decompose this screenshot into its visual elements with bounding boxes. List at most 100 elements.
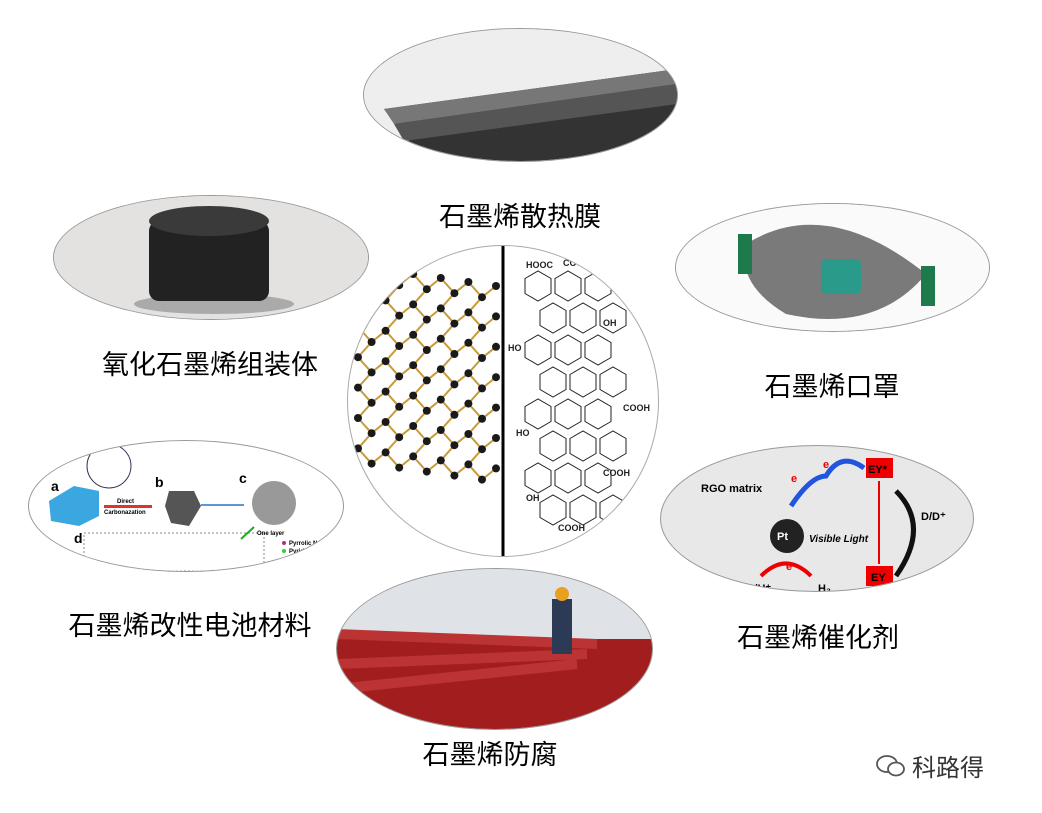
atom <box>492 434 500 442</box>
arrow-bottom-text: Carbonazation <box>104 510 146 516</box>
ring <box>539 302 567 334</box>
ring <box>584 334 612 366</box>
pt-text: Pt <box>777 531 788 543</box>
visible-light-text: Visible Light <box>809 534 869 545</box>
group-label: COOH <box>603 468 630 478</box>
atom <box>395 342 404 350</box>
atom <box>478 445 486 454</box>
ring <box>539 366 567 398</box>
go-assembly-image <box>53 195 369 320</box>
atom <box>409 300 418 309</box>
ring <box>569 494 597 526</box>
group-label: OH <box>526 493 540 503</box>
atom <box>354 414 362 422</box>
atom <box>381 296 390 305</box>
atom <box>492 342 500 351</box>
watermark: 科路得 <box>876 748 984 783</box>
atom <box>450 350 459 358</box>
ring <box>569 366 597 398</box>
atom <box>464 399 473 408</box>
ring <box>599 430 627 462</box>
atom <box>478 293 486 302</box>
atom <box>367 338 376 346</box>
legend-pyrrolic: Pyrrolic N <box>289 541 317 547</box>
bond <box>357 310 373 328</box>
donor-text: D/D⁺ <box>921 511 946 523</box>
atom <box>464 430 473 438</box>
atom <box>409 391 418 400</box>
atom <box>395 463 404 472</box>
atom <box>436 274 445 282</box>
atom <box>367 277 376 286</box>
rgo-matrix-text: RGO matrix <box>701 483 763 495</box>
atom <box>492 312 500 321</box>
wechat-icon <box>876 754 905 776</box>
atom <box>436 365 445 374</box>
ring <box>554 334 582 366</box>
ring <box>554 462 582 494</box>
h2o-text: H₂O/H⁺ <box>733 583 771 591</box>
atom <box>464 369 473 378</box>
anticorrosion-label: 石墨烯防腐 <box>422 740 558 771</box>
catalyst-label: 石墨烯催化剂 <box>737 623 899 654</box>
watermark-text: 科路得 <box>912 754 984 782</box>
ring <box>539 494 567 526</box>
atom <box>450 471 459 480</box>
ring <box>539 430 567 462</box>
atom <box>450 319 459 328</box>
atom <box>464 460 473 469</box>
fig-label-a: a <box>51 478 59 494</box>
atom <box>409 422 418 430</box>
mask-label: 石墨烯口罩 <box>764 372 900 403</box>
atom <box>395 372 404 381</box>
atom <box>422 376 431 385</box>
atom <box>436 456 445 465</box>
atom <box>409 270 418 278</box>
atom <box>395 281 404 290</box>
ring <box>524 398 552 430</box>
ring <box>584 462 612 494</box>
battery-figure: a b c d Direct Carbonazation One layer P… <box>28 440 344 572</box>
atom <box>436 395 445 404</box>
atom <box>436 304 445 313</box>
ring <box>599 494 627 526</box>
atom <box>381 326 390 335</box>
group-label: COOH <box>623 403 650 413</box>
atom <box>354 383 362 392</box>
h2-text: H₂ <box>818 583 831 591</box>
fig-label-c: c <box>239 470 247 486</box>
group-label: HOOC <box>526 260 554 270</box>
ring <box>569 302 597 334</box>
legend-pyridinic: Pyridinic N <box>289 549 320 555</box>
fig-label-d: d <box>74 530 83 546</box>
group-label: COOH <box>558 523 585 533</box>
fig-label-b: b <box>155 474 164 490</box>
arrow-top-text: Direct <box>117 499 134 505</box>
ring <box>554 270 582 302</box>
ring <box>524 462 552 494</box>
bond <box>357 295 373 313</box>
electron-text: e <box>786 561 792 573</box>
atom <box>464 278 473 286</box>
atom <box>395 311 404 320</box>
graphene-structure-image: HOOC COOH HO OH COOH HO COOH COOH OH <box>347 245 659 557</box>
atom <box>478 475 486 484</box>
atom <box>422 467 431 476</box>
atom <box>354 292 362 301</box>
atom <box>464 338 473 347</box>
go-assembly-label: 氧化石墨烯组装体 <box>102 350 318 381</box>
atom <box>478 323 486 332</box>
atom <box>492 282 500 290</box>
ey-text: EY <box>871 572 886 584</box>
mask-image <box>675 203 990 332</box>
atom <box>354 322 362 331</box>
atom <box>492 373 500 382</box>
atom <box>450 289 459 298</box>
legend-quaternary: Quaternary N <box>289 557 327 563</box>
atom <box>450 441 459 450</box>
ring <box>554 398 582 430</box>
atom <box>422 315 431 324</box>
atom <box>367 307 376 316</box>
atom <box>422 346 431 354</box>
atom <box>381 266 390 274</box>
